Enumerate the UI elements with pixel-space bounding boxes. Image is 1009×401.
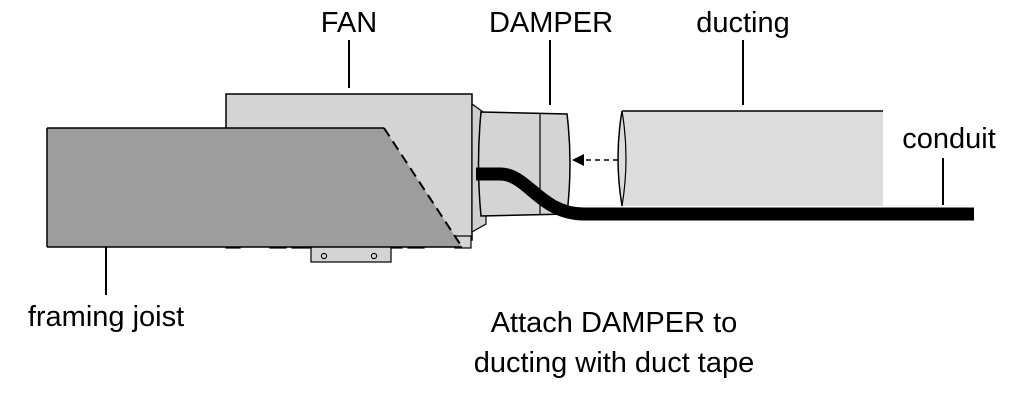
conduit bbox=[476, 167, 974, 221]
caption-line-1: Attach DAMPER to bbox=[491, 307, 738, 339]
ducting-label: ducting bbox=[696, 7, 790, 39]
caption-line-2: ducting with duct tape bbox=[474, 347, 755, 379]
ducting bbox=[617, 110, 883, 207]
damper-label: DAMPER bbox=[489, 7, 613, 39]
framing-joist bbox=[46, 127, 463, 248]
fan-label: FAN bbox=[321, 7, 377, 39]
attach-arrow bbox=[572, 154, 618, 166]
framing-joist-label: framing joist bbox=[28, 301, 184, 333]
conduit-label: conduit bbox=[902, 123, 996, 155]
